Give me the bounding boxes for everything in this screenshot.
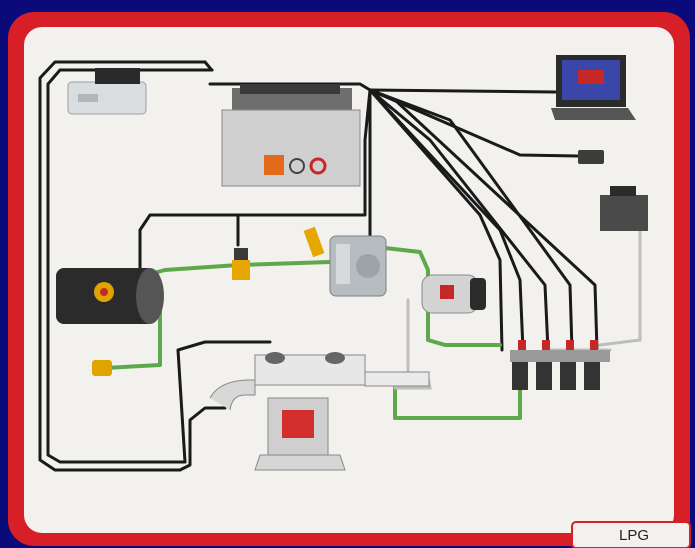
filler-valve <box>92 360 112 376</box>
laptop-computer <box>551 55 636 120</box>
gas-filter <box>422 275 486 313</box>
small-connector <box>578 150 604 164</box>
ecu-unit <box>222 84 360 186</box>
lpg-tank <box>56 268 164 324</box>
corner-label-lpg: LPG <box>584 524 684 546</box>
solenoid-valve <box>232 248 250 280</box>
